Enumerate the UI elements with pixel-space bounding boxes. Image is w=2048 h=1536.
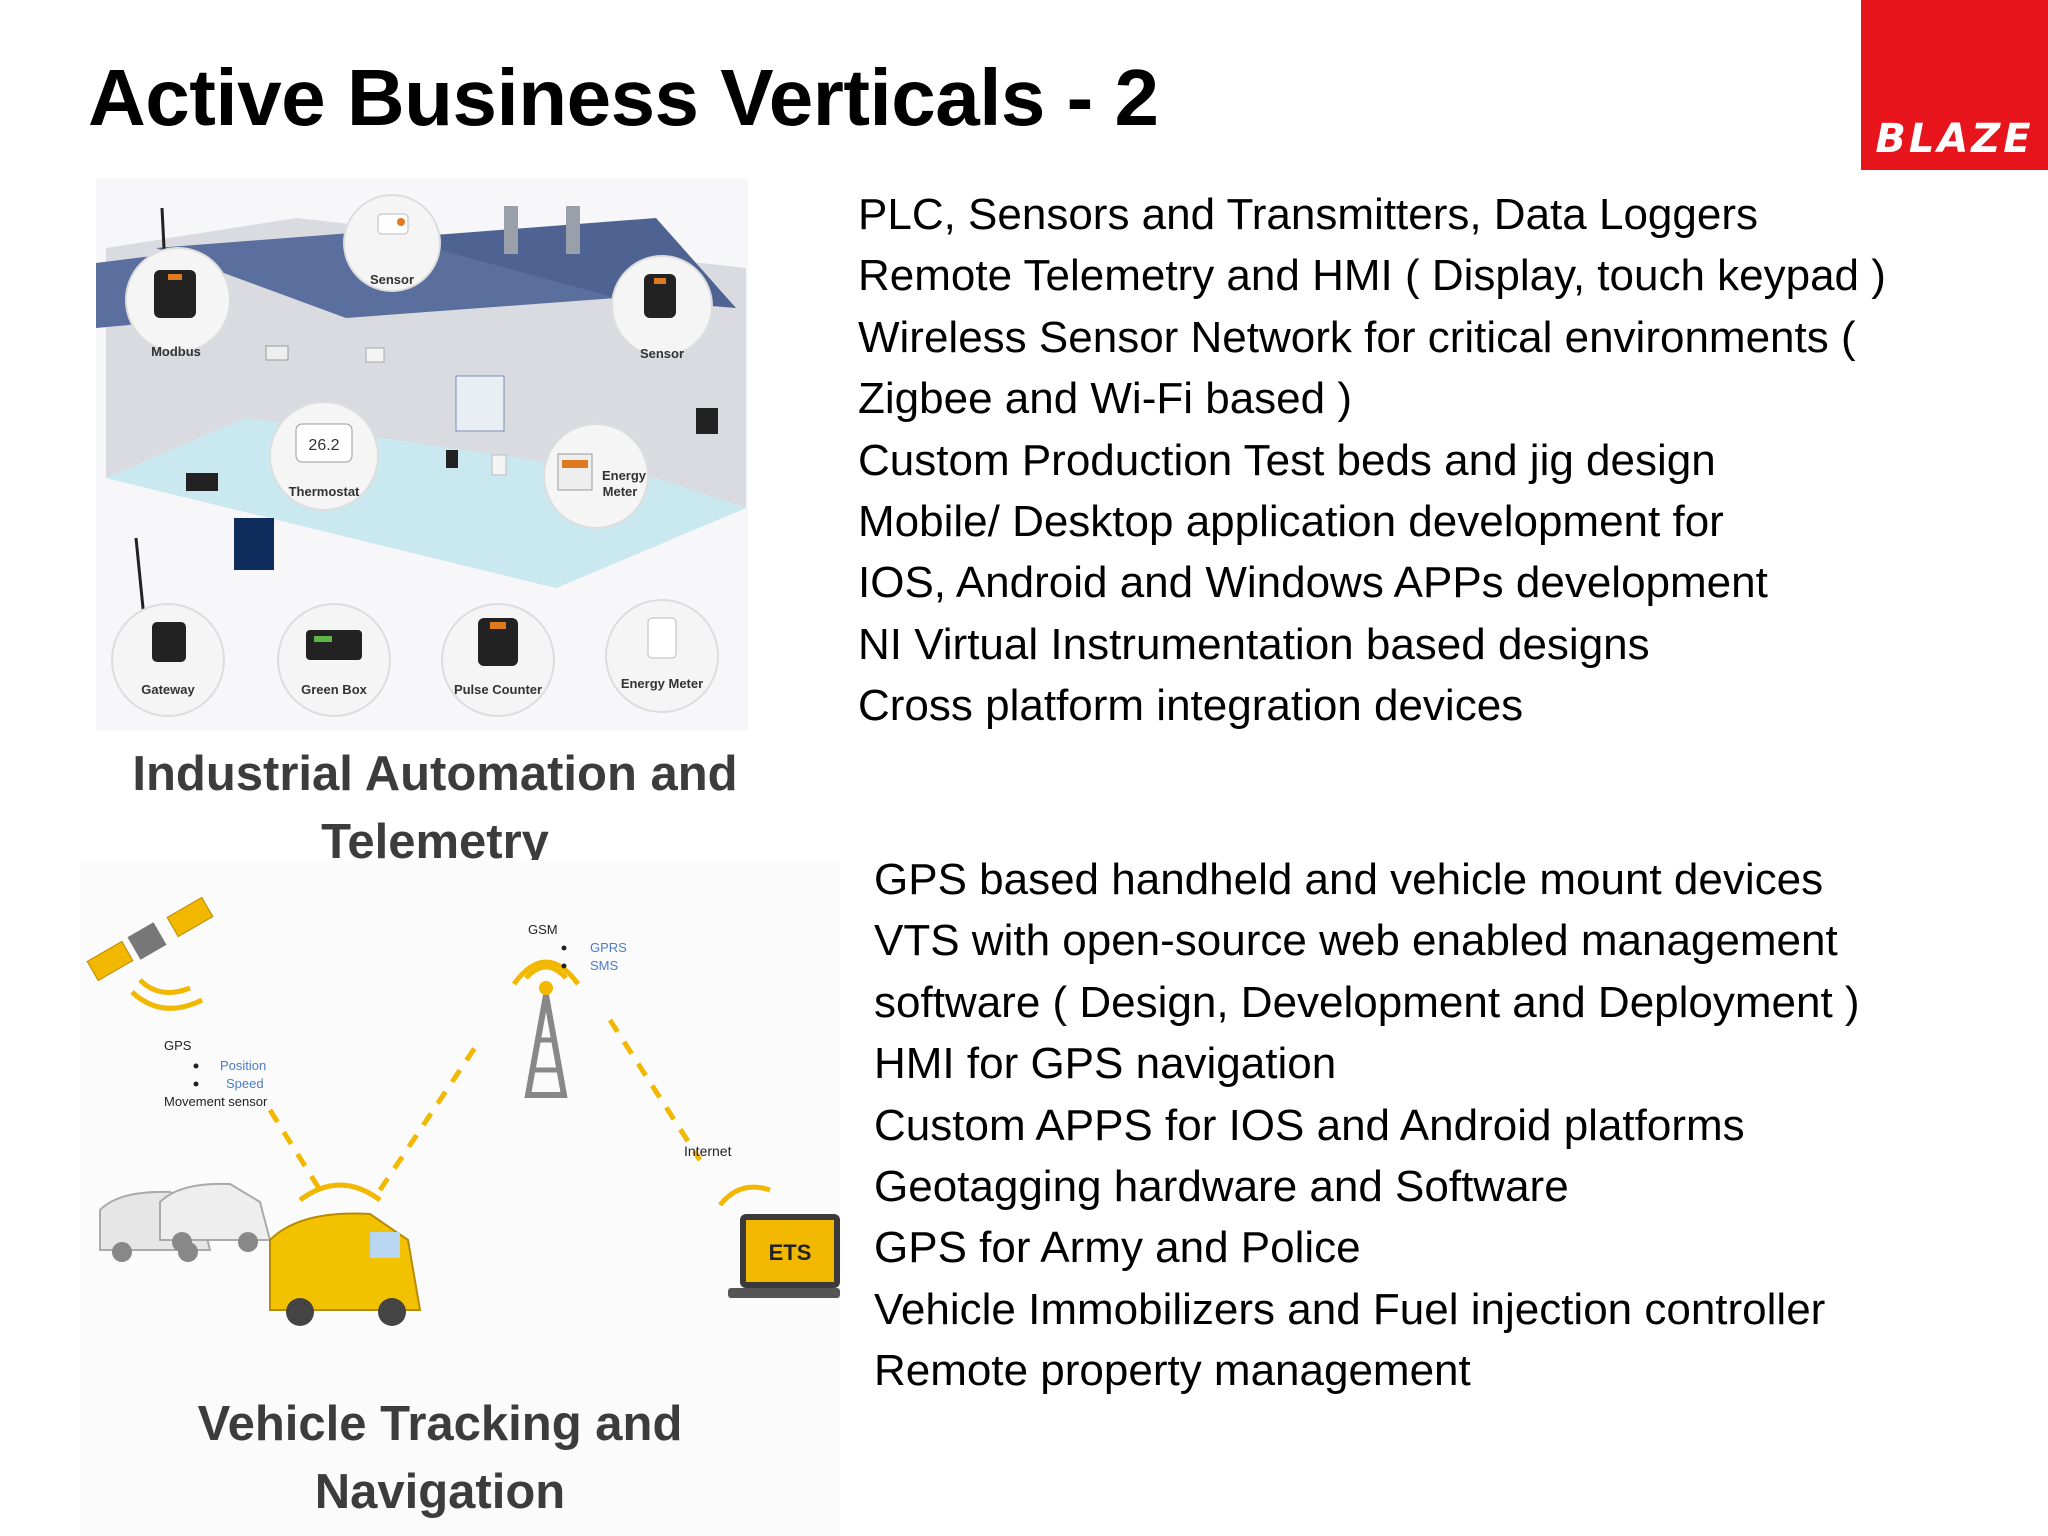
wall-device (265, 345, 289, 361)
list-item: HMI for GPS navigation (874, 1039, 1337, 1089)
wall-sensor (696, 408, 718, 434)
van-icons (99, 1182, 422, 1326)
list-item: VTS with open-source web enabled managem… (874, 916, 1838, 966)
industrial-diagram: Sensor Modbus Sensor 26.2 Thermostat Ene… (96, 194, 746, 717)
list-item: NI Virtual Instrumentation based designs (858, 619, 1650, 669)
bullet (561, 963, 567, 969)
label-gateway: Gateway (141, 682, 195, 697)
callout-gateway: Gateway (111, 603, 225, 717)
callout-sensor-right: Sensor (611, 255, 713, 361)
list-item: GPS based handheld and vehicle mount dev… (874, 855, 1824, 904)
label-energy-meter-bottom: Energy Meter (621, 676, 703, 691)
list-item: Custom APPS for IOS and Android platform… (874, 1100, 1745, 1150)
wall-panel (455, 375, 505, 432)
label-thermostat: Thermostat (289, 484, 360, 499)
industrial-caption: Industrial Automation and Telemetry (100, 740, 770, 876)
callout-sensor-top: Sensor (343, 194, 441, 292)
vehicle-illustration: GPS Position Speed Movement sensor GSM G… (80, 860, 840, 1536)
label-ets: ETS (769, 1240, 812, 1265)
bullet (193, 1081, 199, 1087)
list-item: Wireless Sensor Network for critical env… (858, 312, 1856, 362)
label-modbus: Modbus (151, 344, 201, 359)
callout-thermostat: 26.2 Thermostat (269, 401, 379, 511)
vehicle-caption: Vehicle Tracking and Navigation (120, 1390, 760, 1526)
vehicle-items-list: GPS based handheld and vehicle mount dev… (874, 849, 2024, 1402)
label-sensor-top: Sensor (370, 272, 414, 287)
slide-title: Active Business Verticals - 2 (88, 53, 1159, 142)
list-item: Custom Production Test beds and jig desi… (858, 435, 1716, 485)
wall-device (365, 347, 385, 363)
label-gps: GPS (164, 1038, 192, 1053)
label-gprs: GPRS (590, 940, 627, 955)
callout-energy-meter: Energy Meter (543, 423, 649, 529)
callout-energy-meter-bottom: Energy Meter (605, 599, 719, 713)
list-item: PLC, Sensors and Transmitters, Data Logg… (858, 190, 1758, 239)
list-item: Geotagging hardware and Software (874, 1162, 1569, 1212)
vehicle-caption-line1: Vehicle Tracking and (197, 1397, 683, 1451)
thermostat-reading: 26.2 (308, 437, 339, 454)
callout-pulse-counter: Pulse Counter (441, 603, 555, 717)
wall-switch (491, 454, 507, 476)
list-item: Cross platform integration devices (858, 681, 1524, 731)
chimney-1 (504, 206, 518, 254)
list-item: Remote Telemetry and HMI ( Display, touc… (858, 251, 1886, 301)
vehicle-caption-line2: Navigation (314, 1465, 566, 1519)
house-floor (106, 418, 746, 588)
industrial-items-list: PLC, Sensors and Transmitters, Data Logg… (858, 184, 2008, 737)
link-line (267, 1108, 323, 1192)
floor-device (186, 473, 218, 491)
laptop-icon: ETS (718, 1184, 840, 1298)
chimney-2 (566, 206, 580, 254)
label-internet: Internet (684, 1143, 732, 1159)
tablet-device (234, 518, 274, 570)
label-energy-meter-2: Meter (603, 484, 638, 499)
logo-text: BLAZE (1875, 116, 2034, 162)
list-item: GPS for Army and Police (874, 1223, 1361, 1273)
industrial-illustration: Sensor Modbus Sensor 26.2 Thermostat Ene… (96, 178, 748, 730)
label-sensor-right: Sensor (640, 346, 684, 361)
label-sms: SMS (590, 958, 619, 973)
list-item: Vehicle Immobilizers and Fuel injection … (874, 1284, 1826, 1334)
label-pulse-counter: Pulse Counter (454, 682, 542, 697)
label-speed: Speed (226, 1076, 264, 1091)
link-line (607, 1018, 703, 1162)
gsm-tower-icon (511, 959, 581, 1098)
list-item: software ( Design, Development and Deplo… (874, 977, 1860, 1027)
link-line (377, 1038, 483, 1192)
callout-green-box: Green Box (277, 603, 391, 717)
callout-modbus: Modbus (125, 247, 231, 359)
bullet (193, 1063, 199, 1069)
list-item: Mobile/ Desktop application development … (858, 497, 1724, 547)
label-movement-sensor: Movement sensor (164, 1094, 268, 1109)
label-energy-meter-1: Energy (602, 468, 647, 483)
satellite-icon (86, 896, 214, 1011)
label-green-box: Green Box (301, 682, 368, 697)
wall-sensor (446, 450, 458, 468)
list-item: Remote property management (874, 1346, 1471, 1396)
vehicle-diagram: GPS Position Speed Movement sensor GSM G… (86, 896, 840, 1326)
label-gsm: GSM (528, 922, 558, 937)
label-position: Position (220, 1058, 266, 1073)
bullet (561, 945, 567, 951)
list-item: IOS, Android and Windows APPs developmen… (858, 558, 1768, 608)
industrial-caption-line1: Industrial Automation and (132, 747, 738, 801)
list-item: Zigbee and Wi-Fi based ) (858, 374, 1352, 424)
blaze-logo: BLAZE (1861, 0, 2048, 170)
